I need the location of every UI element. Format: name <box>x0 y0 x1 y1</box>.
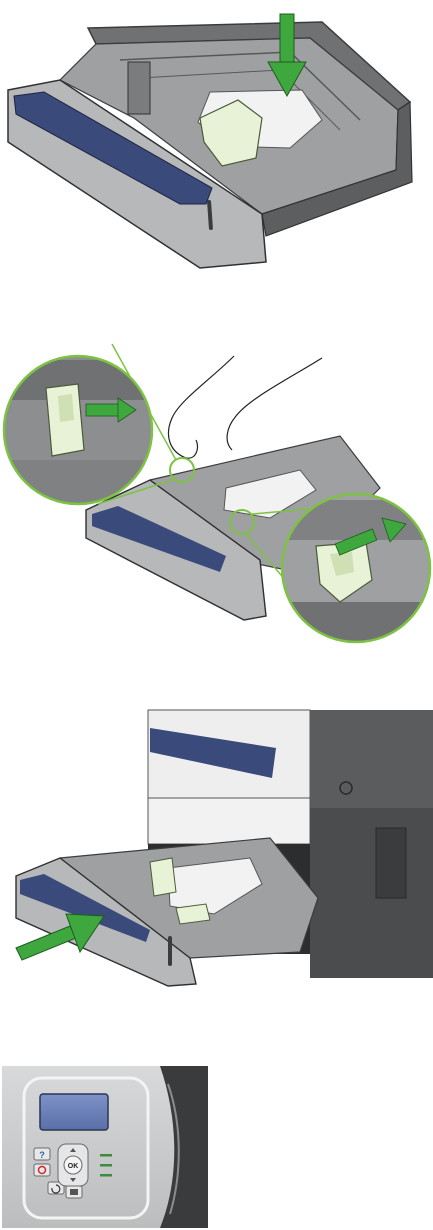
ok-button[interactable]: OK <box>64 1156 82 1174</box>
printer-side-vent <box>376 828 406 898</box>
lcd-display <box>40 1094 108 1130</box>
help-icon: ? <box>39 1150 45 1160</box>
ready-led <box>100 1154 112 1157</box>
ok-label: OK <box>68 1163 79 1170</box>
paper-guide <box>150 858 176 896</box>
stop-button[interactable] <box>34 1164 50 1176</box>
hand-outline <box>227 358 322 450</box>
right-guide-zoom <box>280 494 433 660</box>
control-panel-body <box>2 1066 180 1228</box>
printer-side-panel <box>310 710 433 808</box>
adjust-guides-illustration <box>0 340 433 660</box>
printer-side-lower <box>310 808 433 978</box>
control-panel-illustration: ? OK <box>0 1064 433 1230</box>
paper-guide <box>176 904 210 924</box>
attention-led <box>100 1174 112 1177</box>
data-led <box>100 1164 112 1167</box>
tray-left-guide <box>128 62 150 114</box>
hand-outline <box>168 356 234 458</box>
close-tray-illustration <box>0 708 433 988</box>
printer-middle-section <box>148 798 310 844</box>
insert-paper-illustration <box>0 0 433 270</box>
help-button[interactable]: ? <box>34 1148 50 1160</box>
home-button[interactable] <box>66 1186 82 1198</box>
tray-slot <box>168 936 172 966</box>
home-icon <box>70 1189 78 1195</box>
